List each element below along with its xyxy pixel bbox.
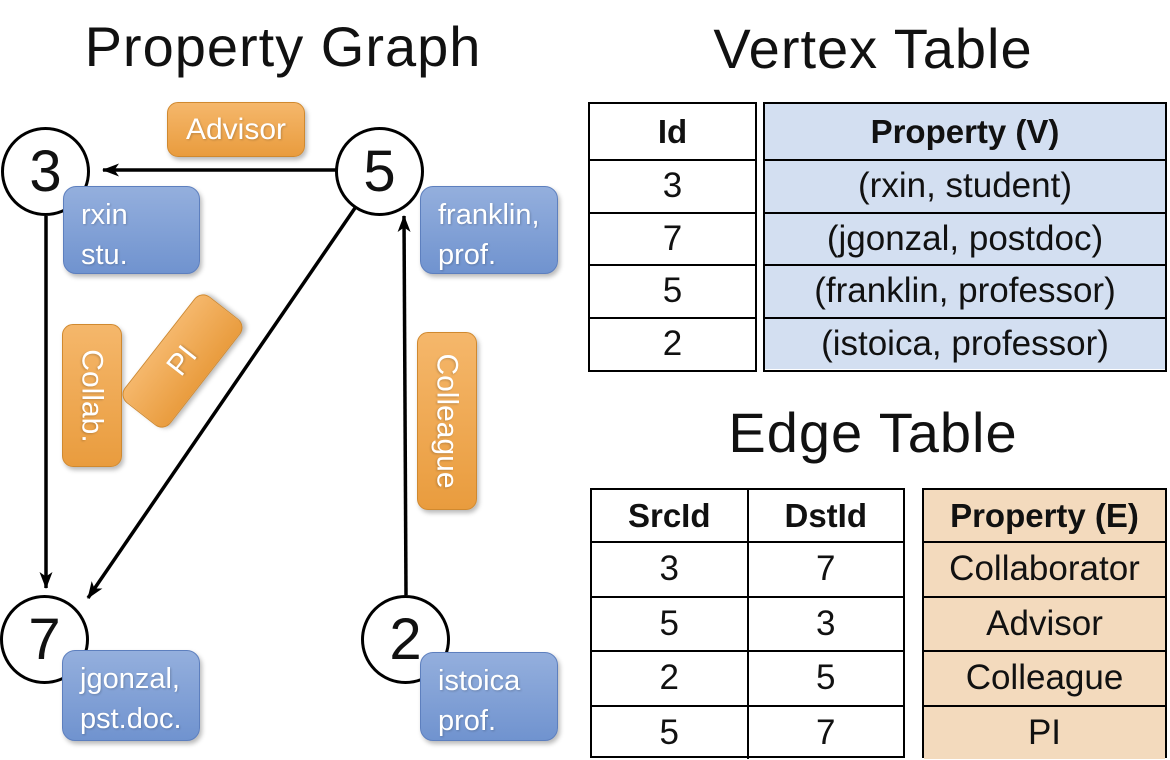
vertex-row-property: (rxin, student) [765, 159, 1165, 212]
edge-srcid-header-text: SrcId [627, 496, 711, 534]
edge-src-3: 5 [592, 706, 749, 759]
vertex-row-id: 5 [590, 264, 755, 317]
edge-dstid-header-text: DstId [784, 496, 868, 534]
edge-dst-3: 7 [816, 712, 836, 752]
edge-row-property: PI [924, 704, 1165, 759]
vertex-row-property: (jgonzal, postdoc) [765, 211, 1165, 264]
edge-src-0: 3 [592, 543, 749, 596]
edge-id-header-row: SrcId DstId [592, 490, 903, 541]
jgonzal-line1: jgonzal, [80, 663, 180, 695]
edge-row-ids: 3 7 [592, 541, 903, 596]
jgonzal-line2: pst.doc. [80, 703, 182, 736]
vertex-id-1: 7 [662, 218, 683, 258]
edge-property-header-text: Property (E) [950, 496, 1139, 534]
edge-src-1: 5 [592, 597, 749, 650]
node-7-id: 7 [28, 607, 61, 672]
rxin-line1: rxin [81, 199, 128, 231]
vertex-property-header: Property (V) [765, 104, 1165, 159]
edge-property-header: Property (E) [924, 490, 1165, 541]
vertex-table-title: Vertex Table [713, 17, 1033, 80]
node-2-id: 2 [389, 607, 422, 672]
edge-row-property: Advisor [924, 595, 1165, 650]
edge-dst-0: 7 [816, 549, 836, 589]
vertex-row-id: 3 [590, 159, 755, 212]
edge-row-ids: 2 5 [592, 650, 903, 705]
franklin-line2: prof. [438, 239, 497, 272]
edge-line-colleague-2-5 [397, 215, 411, 596]
edge-label-collab: Collab. [62, 324, 122, 467]
istoica-line1: istoica [438, 665, 521, 697]
edge-property-2: Colleague [965, 658, 1124, 698]
graph-node-7: 7 [0, 595, 89, 684]
vertex-row-property: (franklin, professor) [765, 264, 1165, 317]
vertex-property-1: (jgonzal, postdoc) [826, 218, 1104, 258]
vertex-property-3: (istoica, professor) [821, 323, 1109, 363]
vertex-row-id: 7 [590, 211, 755, 265]
edge-label-advisor: Advisor [167, 102, 305, 157]
edge-label-collab-text: Collab. [76, 348, 110, 443]
vertex-id-2: 5 [662, 271, 683, 311]
vertex-id-3: 2 [662, 323, 683, 363]
vertex-property-box-istoica: istoica prof. [420, 652, 558, 741]
edge-property-3: PI [1027, 712, 1062, 752]
rxin-line2: stu. [81, 239, 128, 272]
edge-table-property-column: Property (E) Collaborator Advisor Collea… [922, 488, 1167, 759]
edge-dstid-header: DstId [749, 490, 904, 541]
edge-label-colleague: Colleague [417, 332, 477, 510]
vertex-id-header: Id [590, 104, 755, 159]
vertex-id-header-text: Id [657, 112, 688, 150]
edge-row-ids: 5 7 [592, 704, 903, 759]
vertex-table-property-column: Property (V) (rxin, student) (jgonzal, p… [763, 102, 1167, 372]
edge-row-property: Collaborator [924, 541, 1165, 596]
edge-line-pi-5-7 [86, 207, 357, 599]
edge-property-1: Advisor [986, 603, 1103, 643]
franklin-line1: franklin, [438, 199, 540, 231]
graph-edges-layer [39, 163, 411, 599]
vertex-row-id: 2 [590, 316, 755, 370]
vertex-property-header-text: Property (V) [870, 112, 1060, 150]
edge-src-2: 2 [592, 652, 749, 705]
edge-property-0: Collaborator [949, 549, 1140, 589]
vertex-property-box-franklin: franklin, prof. [420, 186, 558, 274]
edge-dst-2: 5 [816, 658, 836, 698]
edge-label-colleague-text: Colleague [431, 353, 465, 489]
vertex-id-0: 3 [662, 166, 683, 206]
vertex-table-id-column: Id 3 7 5 2 [588, 102, 757, 372]
vertex-property-box-rxin: rxin stu. [63, 186, 200, 274]
graph-node-5: 5 [335, 127, 424, 216]
vertex-row-property: (istoica, professor) [765, 316, 1165, 369]
property-graph-title: Property Graph [84, 15, 482, 78]
istoica-line2: prof. [438, 705, 497, 738]
vertex-property-2: (franklin, professor) [814, 271, 1116, 311]
edge-table-id-columns: SrcId DstId 3 7 5 3 2 5 5 7 [590, 488, 905, 759]
edge-table-title: Edge Table [728, 401, 1018, 464]
edge-row-property: Colleague [924, 650, 1165, 705]
edge-srcid-header: SrcId [592, 490, 749, 541]
edge-dst-1: 3 [816, 603, 836, 643]
node-5-id: 5 [363, 139, 396, 204]
node-3-id: 3 [29, 139, 62, 204]
vertex-property-box-jgonzal: jgonzal, pst.doc. [62, 650, 200, 741]
vertex-property-0: (rxin, student) [858, 166, 1072, 206]
edge-row-ids: 5 3 [592, 595, 903, 650]
